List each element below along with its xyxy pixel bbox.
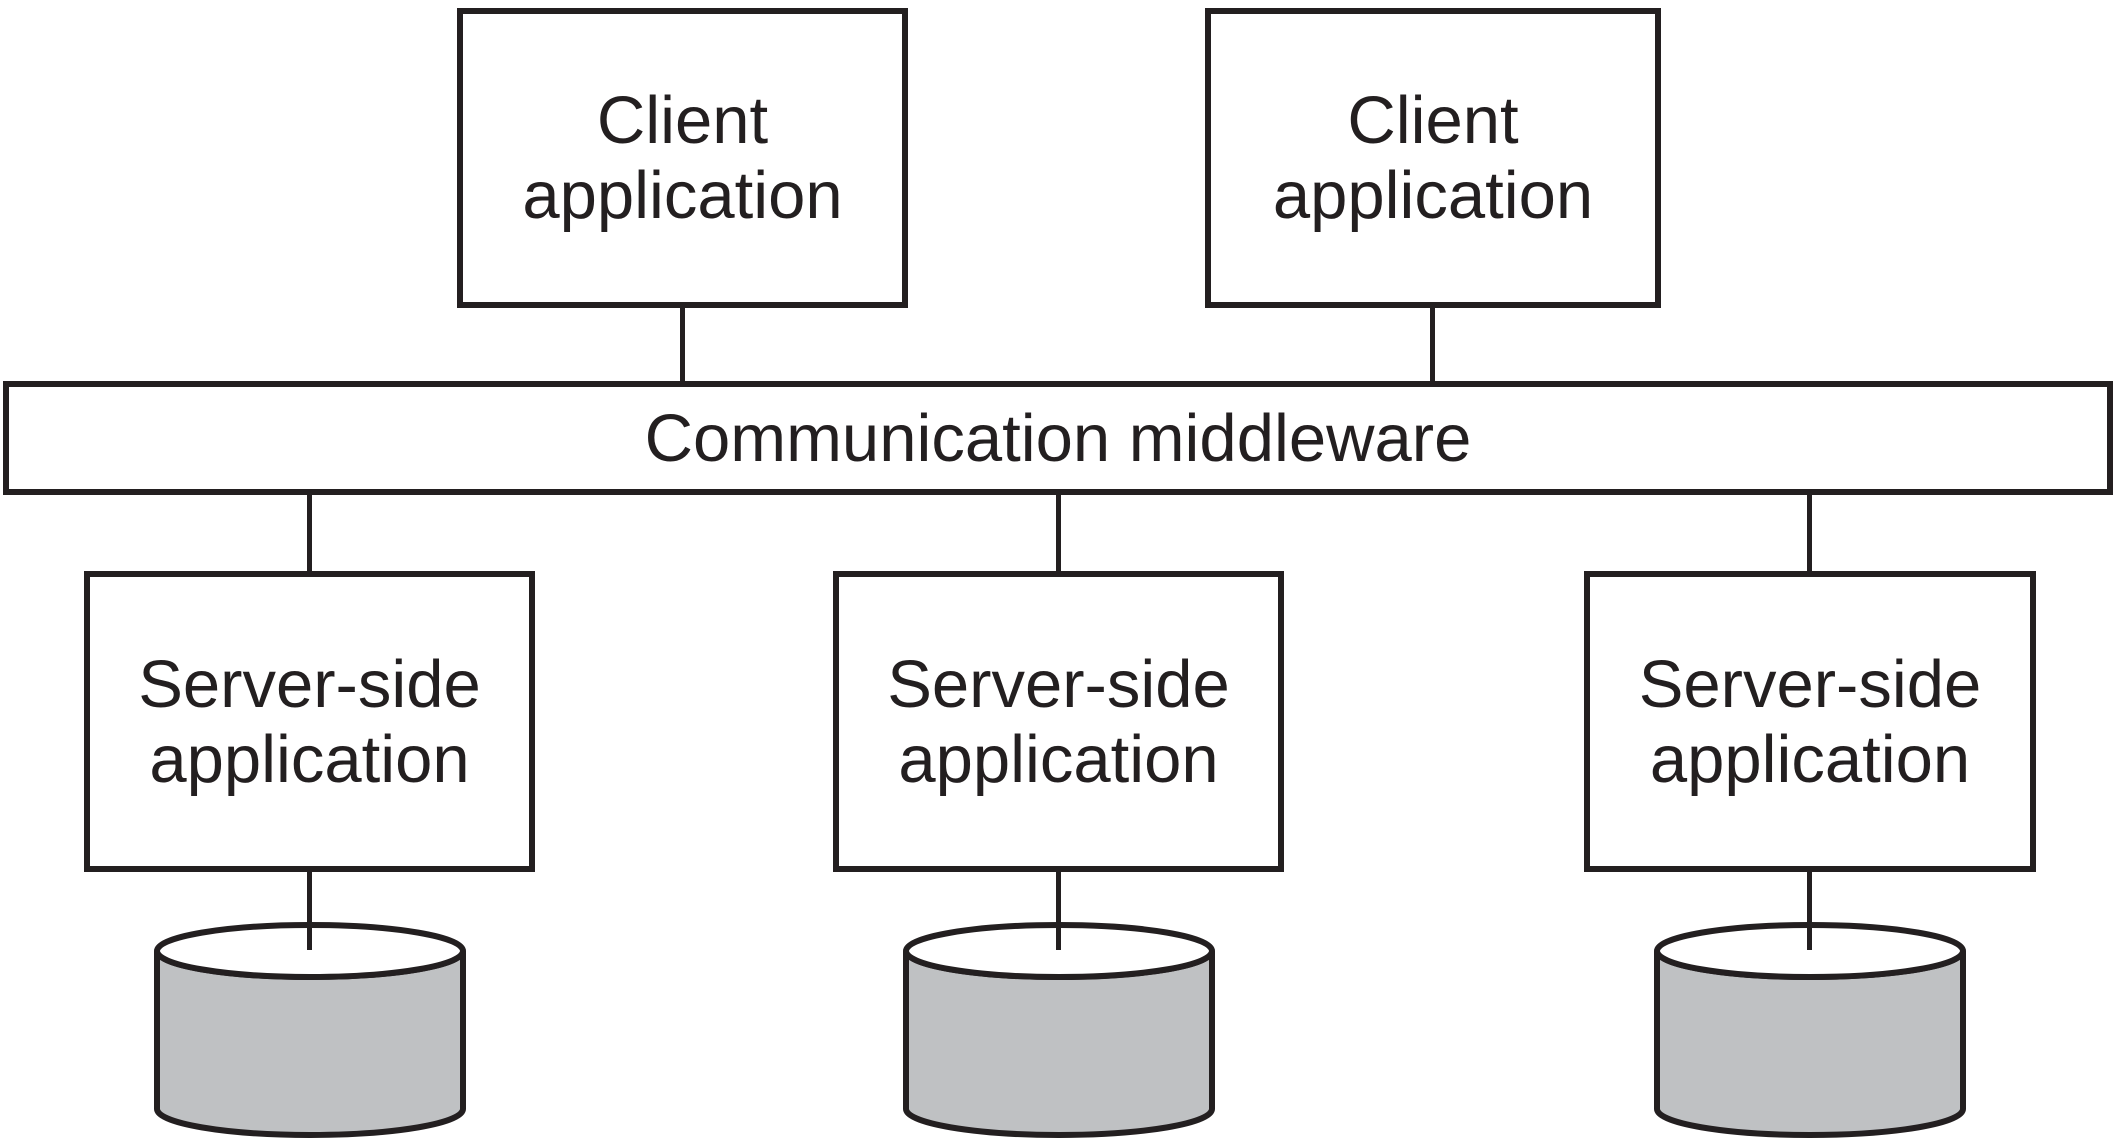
database-cylinder-icon [903, 922, 1215, 1138]
database-cylinder-icon [1654, 922, 1966, 1138]
connector-client1-middleware [680, 306, 685, 384]
server-side-application-label-2: Server-side application [887, 646, 1230, 797]
client-application-label-1: Client application [522, 83, 843, 233]
connector-middleware-server3 [1807, 492, 1812, 574]
communication-middleware-bar: Communication middleware [3, 381, 2113, 495]
communication-middleware-label: Communication middleware [644, 400, 1472, 476]
client-application-box-1: Client application [457, 8, 908, 308]
client-application-box-2: Client application [1205, 8, 1661, 308]
connector-server1-database1 [307, 869, 312, 950]
connector-server2-database2 [1056, 869, 1061, 950]
server-side-application-box-3: Server-side application [1584, 571, 2036, 872]
database-cylinder-icon [154, 922, 466, 1138]
connector-client2-middleware [1430, 306, 1435, 384]
server-side-application-box-2: Server-side application [833, 571, 1284, 872]
server-side-application-label-3: Server-side application [1638, 646, 1982, 797]
server-side-application-label-1: Server-side application [138, 646, 481, 797]
connector-server3-database3 [1807, 869, 1812, 950]
client-application-label-2: Client application [1272, 83, 1594, 233]
connector-middleware-server1 [307, 492, 312, 574]
server-side-application-box-1: Server-side application [84, 571, 535, 872]
connector-middleware-server2 [1056, 492, 1061, 574]
